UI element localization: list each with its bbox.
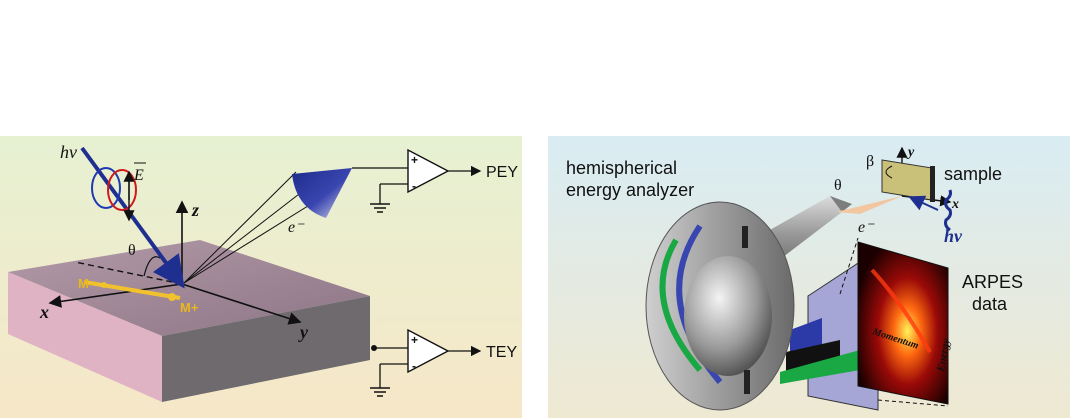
right-photon-label: hν [944,226,963,246]
projection-line-top [839,237,859,295]
photon-arrow [908,195,939,211]
theta-label: θ [128,242,136,259]
tey-amplifier [407,328,450,374]
beta-label: β [866,153,874,170]
electron-ray-1 [183,171,297,284]
polarization-circle-red [107,169,137,211]
pey-minus: - [412,179,416,193]
entrance-slit [742,226,748,248]
beta-rotation-arc [885,165,893,179]
polarization-circle-blue [91,167,121,209]
electron-ray-3 [183,195,325,284]
sample-left-face [8,272,162,402]
right-x-label: x [951,197,959,212]
projection-dash [74,261,183,285]
electron-label: e⁻ [288,219,305,236]
e-field-label: E [133,167,144,184]
magnet-end-minus [101,282,107,288]
lens-tip [830,196,852,212]
tey-plus: + [411,333,418,347]
electron-detector-cone [292,168,352,218]
x-axis-label: x [39,302,49,322]
photon-label: hν [60,142,77,162]
pey-plus: + [411,153,418,167]
sample-label: sample [944,164,1002,184]
pey-amplifier [407,148,450,194]
right-y-label: y [906,145,915,160]
beam-green [780,350,860,384]
analyzer-label-2: energy analyzer [566,180,694,200]
y-axis [181,283,302,325]
right-panel: hemispherical energy analyzer sample β θ… [548,136,1070,418]
magnetization-bar [83,280,181,300]
m-minus-label: M- [78,276,93,291]
photon-wave [944,189,952,232]
inner-hemisphere [684,256,772,376]
tey-minus: - [412,359,416,373]
analyzer-green-path [659,238,703,372]
y-axis-label: y [298,322,309,342]
sample-top-face [8,240,370,336]
arpes-data-image [857,241,949,405]
energy-label: Energy [935,338,953,374]
z-axis-label: z [191,200,199,220]
tey-label: TEY [486,344,517,361]
arpes-band [870,268,932,353]
left-panel: hν E θ z x y e⁻ M- M+ PEY TEY + - + - [0,136,522,418]
electron-emission-cone [836,196,902,214]
sample-holder [930,166,935,202]
projection-line-bottom [877,399,949,407]
analyzer-label-1: hemispherical [566,158,677,178]
theta-label-right: θ [834,177,842,194]
m-plus-label: M+ [180,300,199,315]
electron-ray-2 [183,183,313,284]
magnet-end-plus [168,293,176,301]
exit-slit [744,370,750,394]
arpes-label-2: data [972,294,1008,314]
right-electron-label: e⁻ [858,219,875,236]
arpes-label-1: ARPES [962,272,1023,292]
sample-right-face [162,296,370,402]
pey-label: PEY [486,164,518,181]
